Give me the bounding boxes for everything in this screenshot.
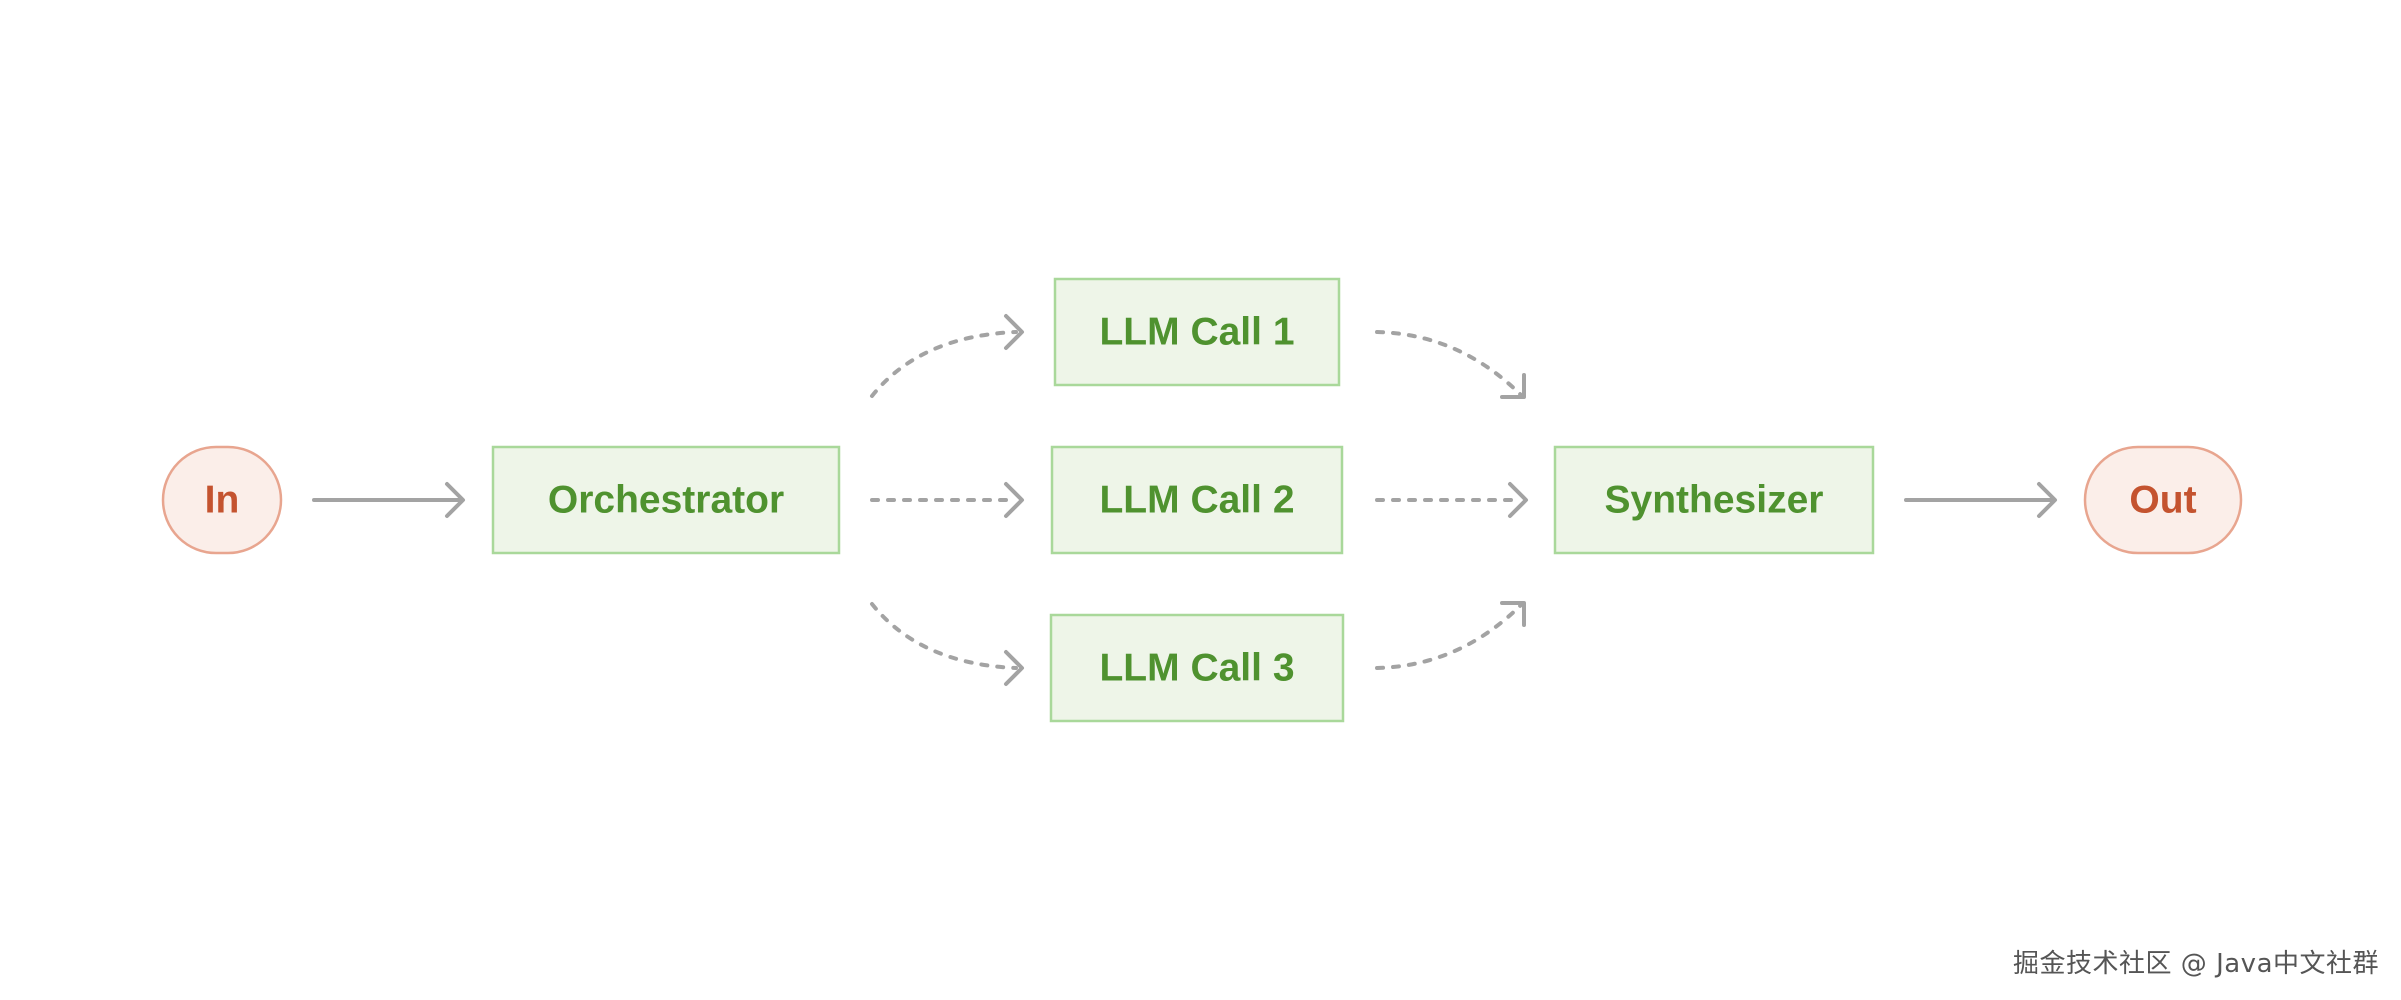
arrow-orchestrator-to-call-2 <box>870 482 1024 518</box>
llm-call-1-node-label: LLM Call 1 <box>1099 311 1294 354</box>
arrows <box>312 314 2057 686</box>
output-node: Out <box>2083 445 2243 555</box>
orchestrator-node: Orchestrator <box>491 445 841 555</box>
orchestrator-node-label: Orchestrator <box>548 479 784 522</box>
synthesizer-node-shape <box>1553 445 1875 555</box>
synthesizer-node-label: Synthesizer <box>1605 479 1824 522</box>
output-node-label: Out <box>2129 479 2196 522</box>
llm-call-2-node-label: LLM Call 2 <box>1099 479 1294 522</box>
input-node-shape <box>161 445 283 555</box>
llm-call-1-node: LLM Call 1 <box>1053 277 1341 387</box>
llm-call-2-node: LLM Call 2 <box>1050 445 1344 555</box>
watermark: 掘金技术社区 @ Java中文社群 <box>2013 949 2379 979</box>
llm-call-1-node-shape <box>1053 277 1341 387</box>
synthesizer-node: Synthesizer <box>1553 445 1875 555</box>
llm-call-3-node-label: LLM Call 3 <box>1099 647 1294 690</box>
llm-call-3-node-shape <box>1049 613 1345 723</box>
input-node-label: In <box>205 479 240 522</box>
arrow-input-to-orchestrator <box>312 482 465 518</box>
llm-call-3-node: LLM Call 3 <box>1049 613 1345 723</box>
arrow-call-3-to-synthesizer <box>1375 601 1526 670</box>
llm-call-2-node-shape <box>1050 445 1344 555</box>
orchestrator-node-shape <box>491 445 841 555</box>
arrow-call-2-to-synthesizer <box>1375 482 1528 518</box>
arrow-synthesizer-to-output <box>1904 482 2057 518</box>
arrow-call-1-to-synthesizer <box>1375 330 1526 399</box>
arrow-orchestrator-to-call-3 <box>870 602 1024 686</box>
output-node-shape <box>2083 445 2243 555</box>
input-node: In <box>161 445 283 555</box>
arrow-orchestrator-to-call-1 <box>870 314 1024 398</box>
